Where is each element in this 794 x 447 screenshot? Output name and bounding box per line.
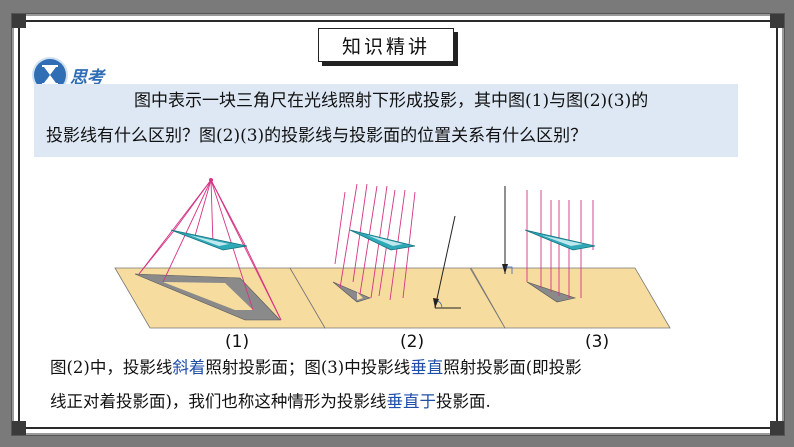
- question-box: 图中表示一块三角尺在光线照射下形成投影，其中图(1)与图(2)(3)的 投影线有…: [34, 84, 738, 157]
- explanation-text: 图(2)中，投影线斜着照射投影面；图(3)中投影线垂直照射投影面(即投影 线正对…: [50, 351, 750, 419]
- explanation-line: 图(2)中，投影线斜着照射投影面；图(3)中投影线垂直照射投影面(即投影: [50, 358, 582, 377]
- frame-corner: [770, 421, 784, 435]
- think-label: 思考: [70, 67, 104, 88]
- oblique-ray: [434, 215, 456, 309]
- shadow-hole: [163, 282, 253, 310]
- figure-caption: (1): [225, 332, 250, 352]
- figure-1: [114, 178, 326, 329]
- question-line: 投影线有什么区别？图(2)(3)的投影线与投影面的位置关系有什么区别？: [46, 126, 588, 146]
- slide-frame: [11, 13, 785, 436]
- figure-caption: (2): [400, 332, 425, 352]
- light-source: [209, 178, 213, 182]
- question-line: 图中表示一块三角尺在光线照射下形成投影，其中图(1)与图(2)(3)的: [134, 91, 649, 111]
- figure-2: [289, 183, 506, 329]
- angle-mark: [437, 300, 443, 309]
- right-angle-mark: [505, 266, 513, 274]
- figure-3: [470, 186, 671, 329]
- figure-caption: (3): [585, 332, 610, 352]
- frame-corner: [12, 14, 26, 28]
- projection-plane: [289, 267, 506, 329]
- section-title: 知识精讲: [318, 28, 454, 62]
- projection-figure: [114, 178, 671, 329]
- explanation-line: 线正对着投影面)，我们也称这种情形为投影线垂直于投影面.: [50, 392, 491, 411]
- frame-corner: [12, 421, 26, 435]
- projection-rays: [526, 190, 594, 298]
- frame-corner: [770, 14, 784, 28]
